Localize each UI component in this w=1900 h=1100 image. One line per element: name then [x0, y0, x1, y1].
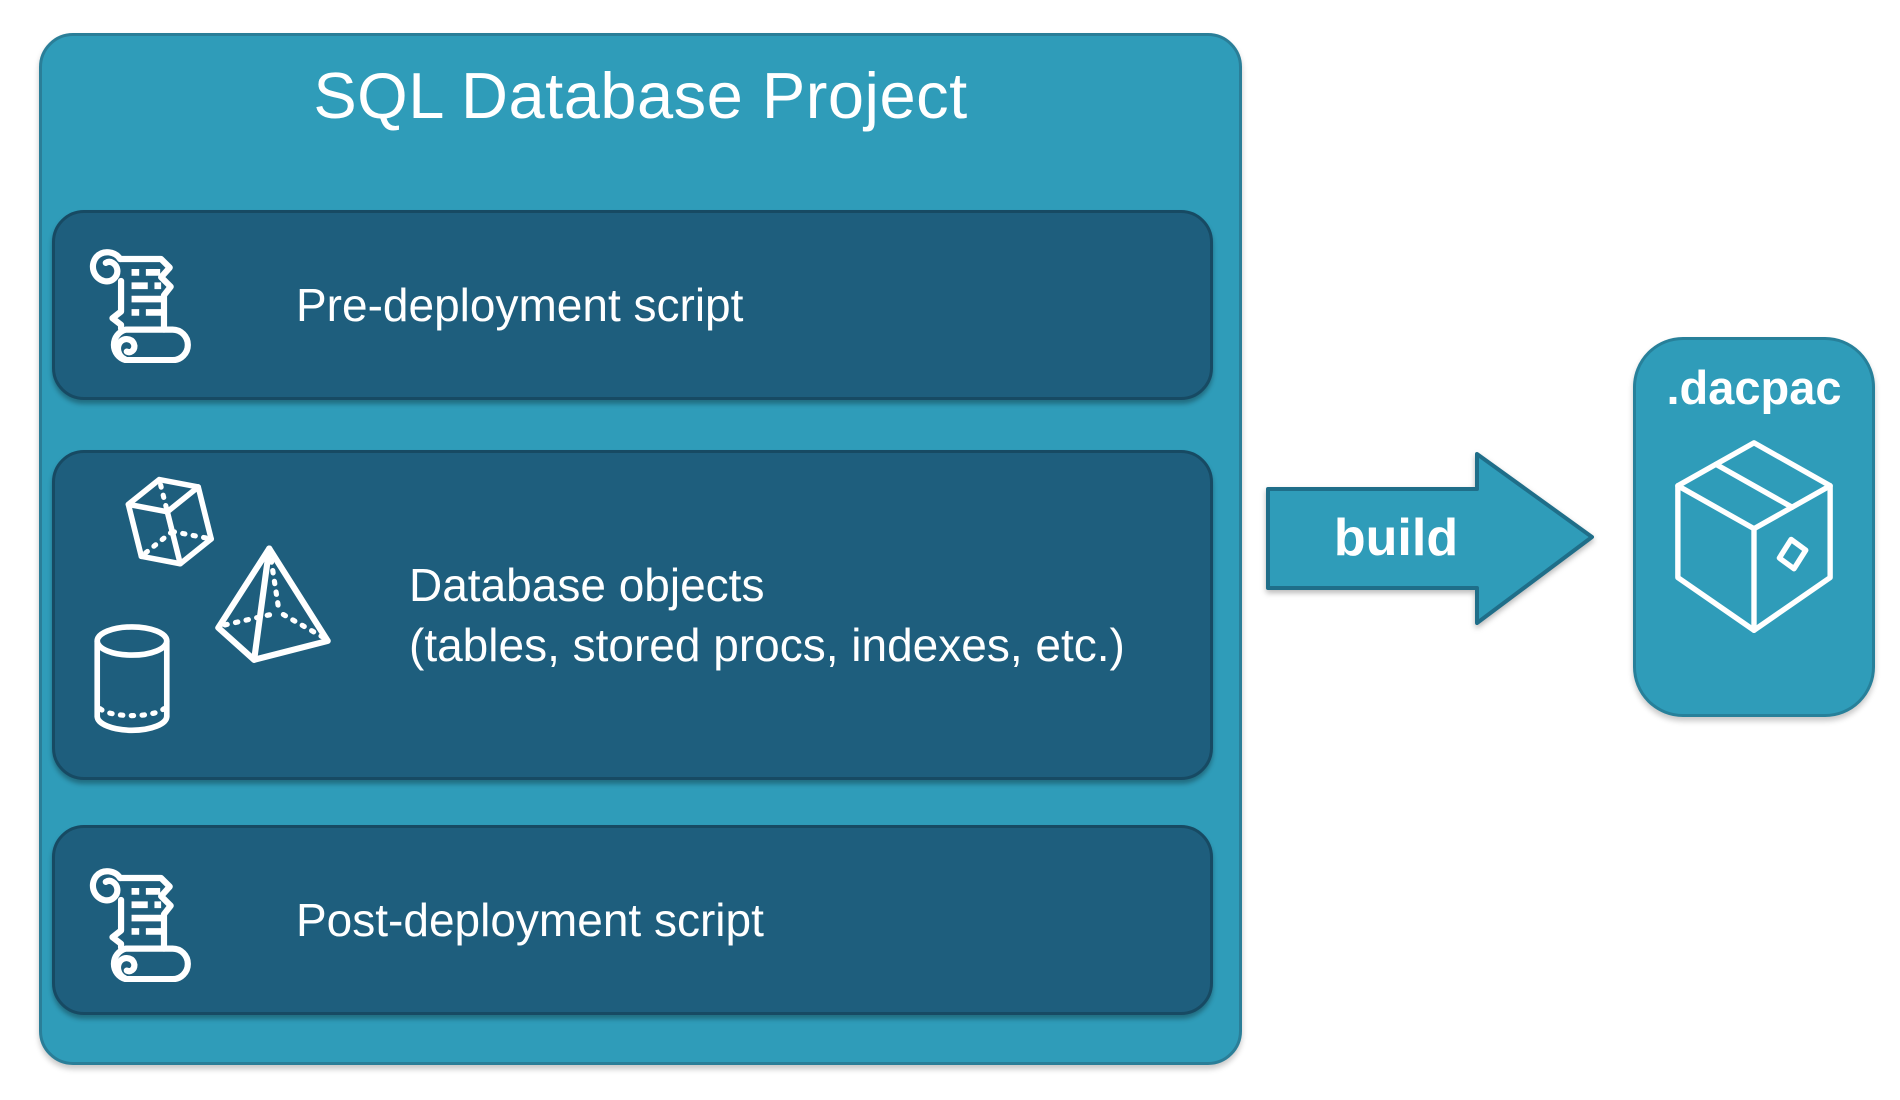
project-title: SQL Database Project — [313, 59, 968, 132]
build-label: build — [1333, 509, 1459, 567]
pre-deployment-panel: Pre-deployment script — [52, 210, 1213, 400]
package-box-icon — [1675, 440, 1833, 633]
post-deployment-panel: Post-deployment script — [52, 825, 1213, 1015]
database-objects-label: Database objects — [409, 559, 765, 611]
post-deployment-label: Post-deployment script — [296, 894, 764, 946]
build-arrow: build — [1265, 451, 1599, 627]
scroll-icon — [89, 868, 191, 982]
right-arrow-icon — [1266, 452, 1594, 625]
cube-icon — [125, 476, 214, 567]
dacpac-label: .dacpac — [1666, 361, 1842, 414]
cylinder-icon — [94, 624, 170, 734]
pre-deployment-label: Pre-deployment script — [296, 279, 744, 331]
database-objects-sublabel: (tables, stored procs, indexes, etc.) — [409, 619, 1125, 671]
sql-database-project-container: SQL Database Project Pre-deploymen — [39, 33, 1242, 1065]
database-objects-labels: Database objects (tables, stored procs, … — [409, 555, 1125, 675]
dacpac-box: .dacpac — [1633, 337, 1875, 717]
pyramid-icon — [215, 545, 331, 663]
scroll-icon — [89, 249, 191, 363]
database-objects-panel: Database objects (tables, stored procs, … — [52, 450, 1213, 780]
